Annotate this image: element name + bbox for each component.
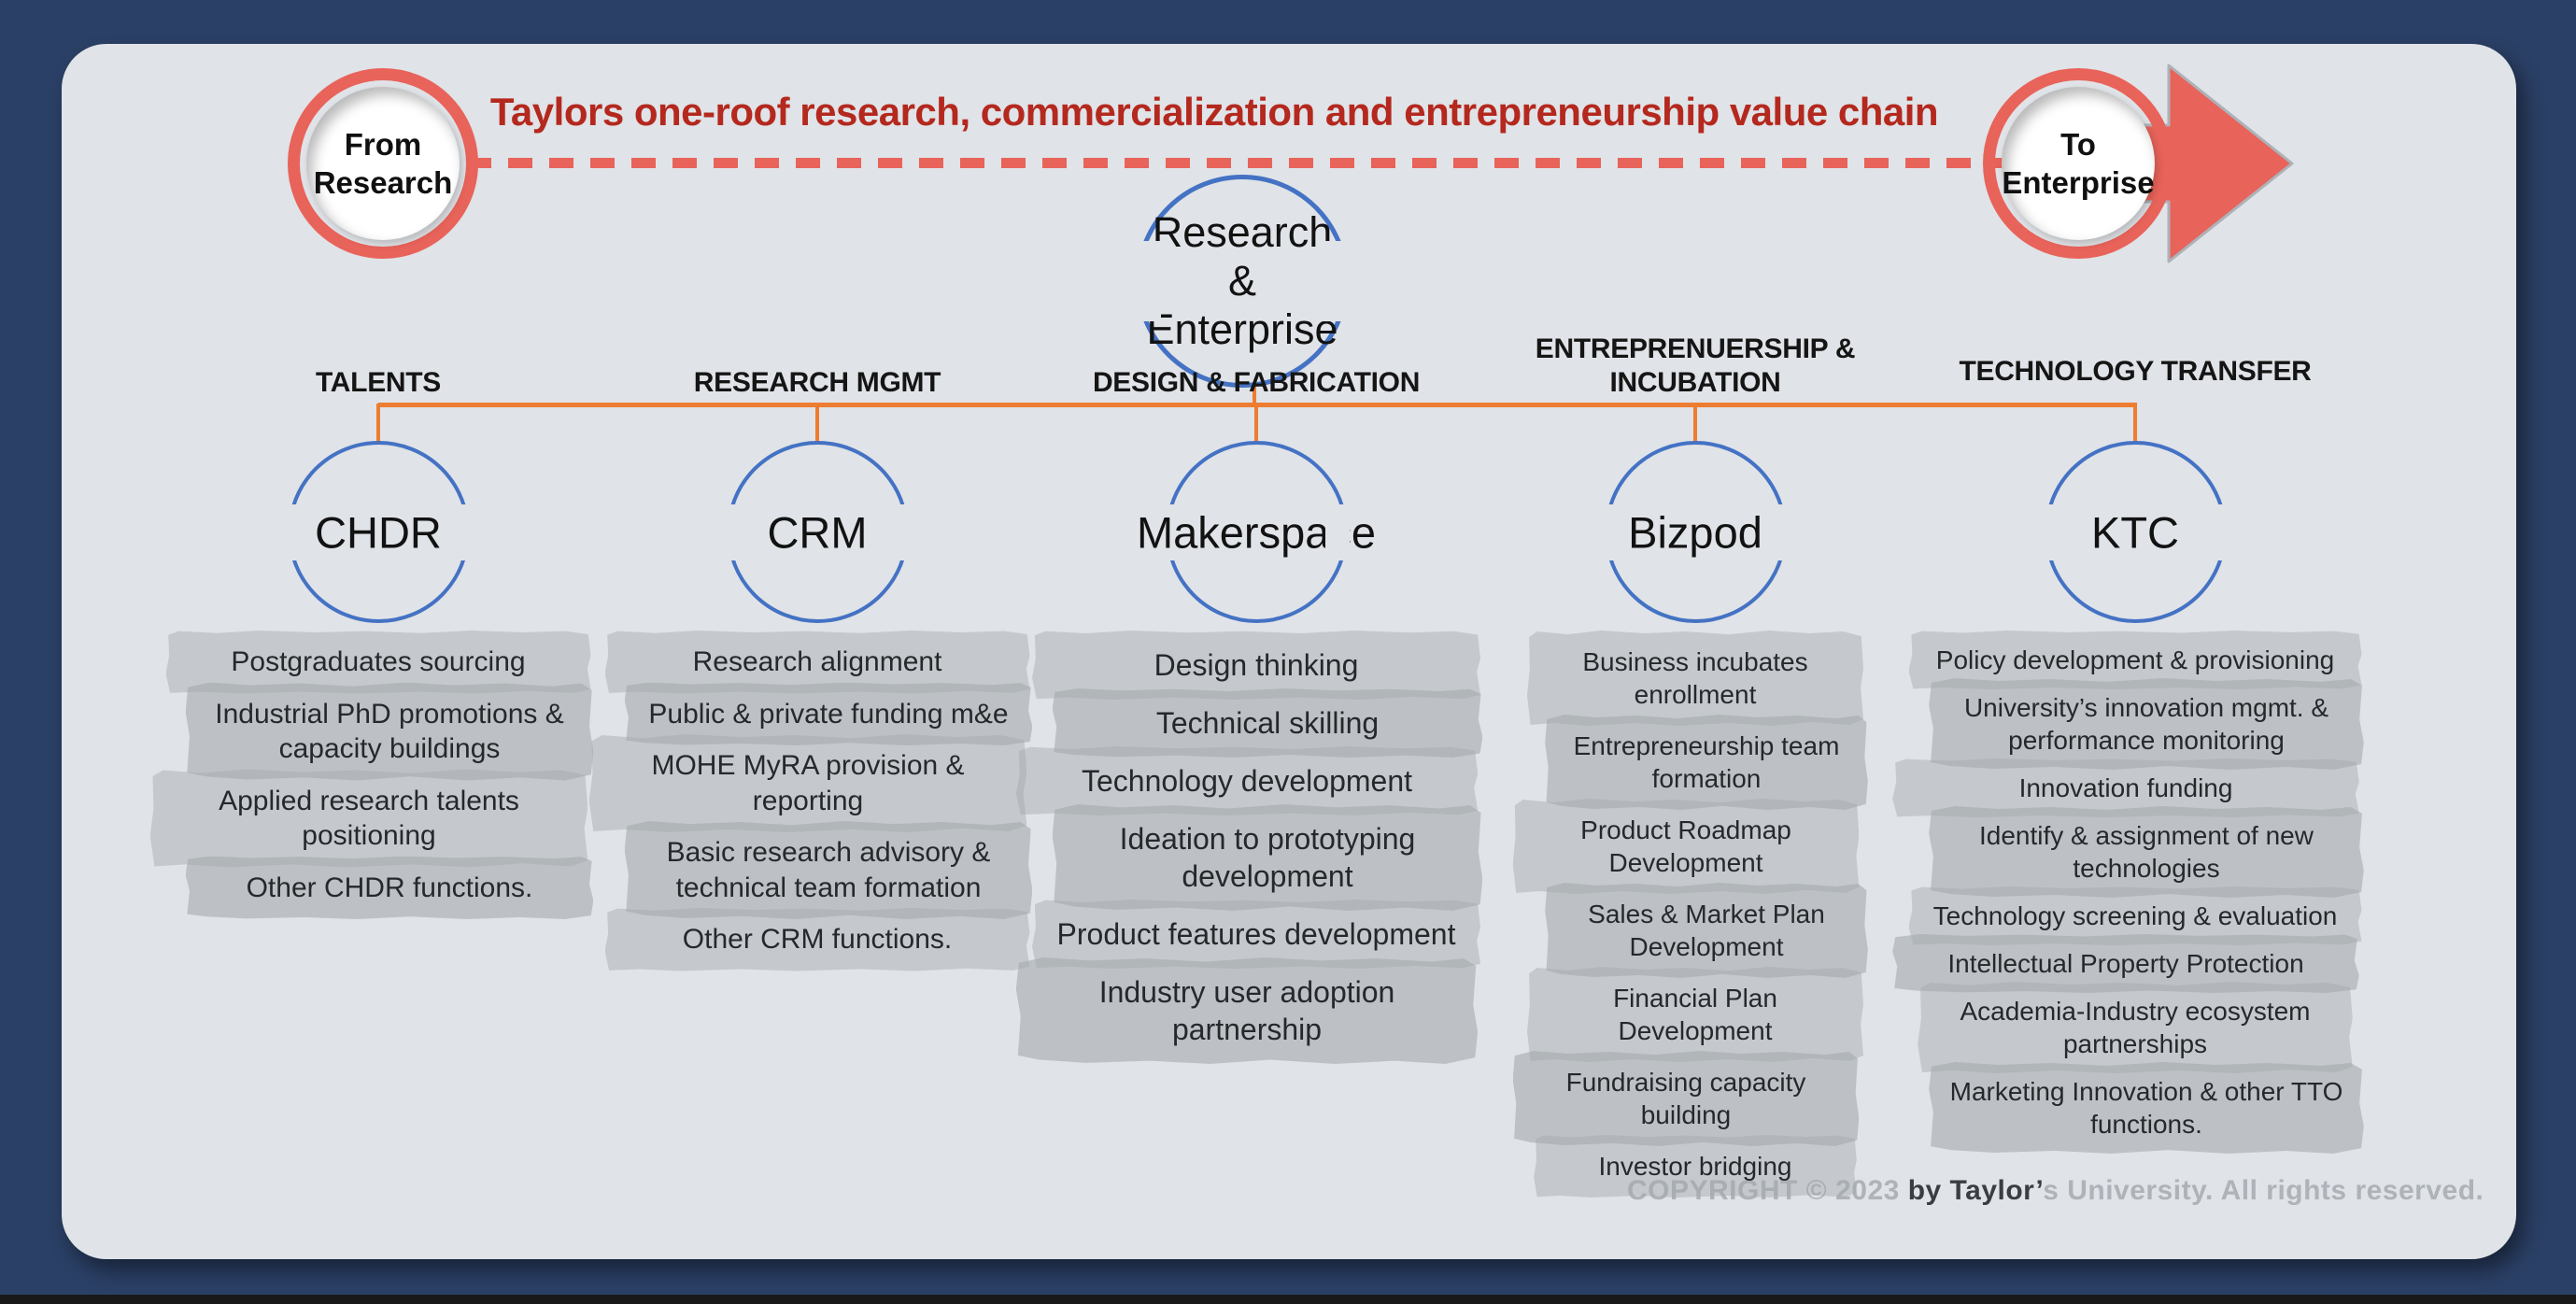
to-enterprise-badge: To Enterprise [1983, 68, 2173, 259]
connector-root-drop [1253, 386, 1256, 406]
to-enterprise-label: To Enterprise [2002, 126, 2155, 200]
list-item: Ideation to prototyping development [1052, 804, 1483, 911]
node-ring: KTC [2044, 441, 2227, 623]
node-label: Makerspace [1137, 507, 1376, 557]
list-item: Sales & Market Plan Development [1545, 883, 1868, 978]
node-label: Bizpod [1628, 507, 1762, 557]
list-item: Industry user adoption partnership [1015, 957, 1479, 1064]
list-item: Financial Plan Development [1527, 967, 1863, 1062]
node-ring: CHDR [287, 441, 470, 623]
column-drop-line [1693, 404, 1697, 443]
root-node-label: Research & Enterprise [1146, 208, 1338, 353]
value-chain-column: DESIGN & FABRICATION Makerspace Design t… [1015, 314, 1490, 1064]
column-drop-line [2133, 404, 2137, 443]
column-drop-line [376, 404, 380, 443]
to-enterprise-circle: To Enterprise [2002, 87, 2155, 240]
list-item: MOHE MyRA provision & reporting [588, 734, 1027, 832]
list-item: Industrial PhD promotions & capacity bui… [185, 682, 594, 781]
window-bottom-edge [0, 1295, 2576, 1304]
copyright-part1: COPYRIGHT © 2023 [1627, 1175, 1908, 1206]
list-item: Intellectual Property Protection [1892, 934, 2359, 993]
list-item: Investor bridging [1534, 1135, 1857, 1198]
value-chain-title: Taylors one-roof research, commercializa… [489, 90, 1939, 134]
copyright-part3: s University. All rights reserved. [2043, 1175, 2484, 1206]
list-item: Business incubates enrollment [1527, 631, 1863, 726]
category-label: DESIGN & FABRICATION [1092, 367, 1421, 398]
list-item: Fundraising capacity building [1512, 1051, 1860, 1146]
list-item: Other CRM functions. [604, 908, 1030, 971]
from-research-circle: From Research [306, 87, 460, 240]
list-item: Other CHDR functions. [185, 856, 594, 919]
list-item: Technical skilling [1052, 688, 1483, 758]
category-label: RESEARCH MGMT [693, 367, 941, 398]
copyright-watermark: COPYRIGHT © 2023 by Taylor’s University.… [1627, 1175, 2484, 1207]
node-label: CHDR [315, 507, 442, 557]
list-item: Postgraduates sourcing [165, 631, 591, 694]
list-item: Product Roadmap Development [1512, 799, 1860, 894]
category-label: TALENTS [316, 367, 441, 398]
column-drop-line [1254, 404, 1258, 443]
category-label: TECHNOLOGY TRANSFER [1959, 356, 2312, 387]
list-item: Policy development & provisioning [1908, 631, 2362, 689]
list-item: Marketing Innovation & other TTO functio… [1929, 1062, 2364, 1154]
list-item: Product features development [1032, 900, 1480, 969]
list-item: Design thinking [1032, 631, 1480, 700]
list-item: Public & private funding m&e [624, 682, 1033, 745]
node-ring: Makerspace [1137, 441, 1376, 623]
node-label: KTC [2091, 507, 2179, 557]
list-item: Applied research talents positioning [149, 769, 588, 868]
node-ring: Bizpod [1604, 441, 1787, 623]
list-item: University’s innovation mgmt. & performa… [1929, 678, 2364, 770]
value-chain-column: TECHNOLOGY TRANSFER KTC Policy developme… [1892, 314, 2369, 1154]
from-research-badge: From Research [288, 68, 478, 259]
column-drop-line [815, 404, 819, 443]
copyright-part2: by Taylor’ [1907, 1175, 2044, 1206]
list-item: Technology development [1015, 746, 1479, 815]
node-label: CRM [767, 507, 868, 557]
list-item: Entrepreneurship team formation [1545, 715, 1868, 810]
list-item: Basic research advisory & technical team… [624, 821, 1033, 919]
list-item: Research alignment [604, 631, 1030, 694]
root-node-ring: Research & Enterprise [1136, 175, 1349, 388]
value-chain-column: ENTREPRENUERSHIP & INCUBATION Bizpod Bus… [1462, 314, 1929, 1198]
from-research-label: From Research [313, 126, 453, 200]
list-item: Identify & assignment of new technologie… [1929, 806, 2364, 898]
list-item: Academia-Industry ecosystem partnerships [1918, 982, 2353, 1073]
node-ring: CRM [726, 441, 909, 623]
dashed-flow-line [467, 158, 2017, 168]
category-label: ENTREPRENUERSHIP & INCUBATION [1535, 333, 1856, 398]
